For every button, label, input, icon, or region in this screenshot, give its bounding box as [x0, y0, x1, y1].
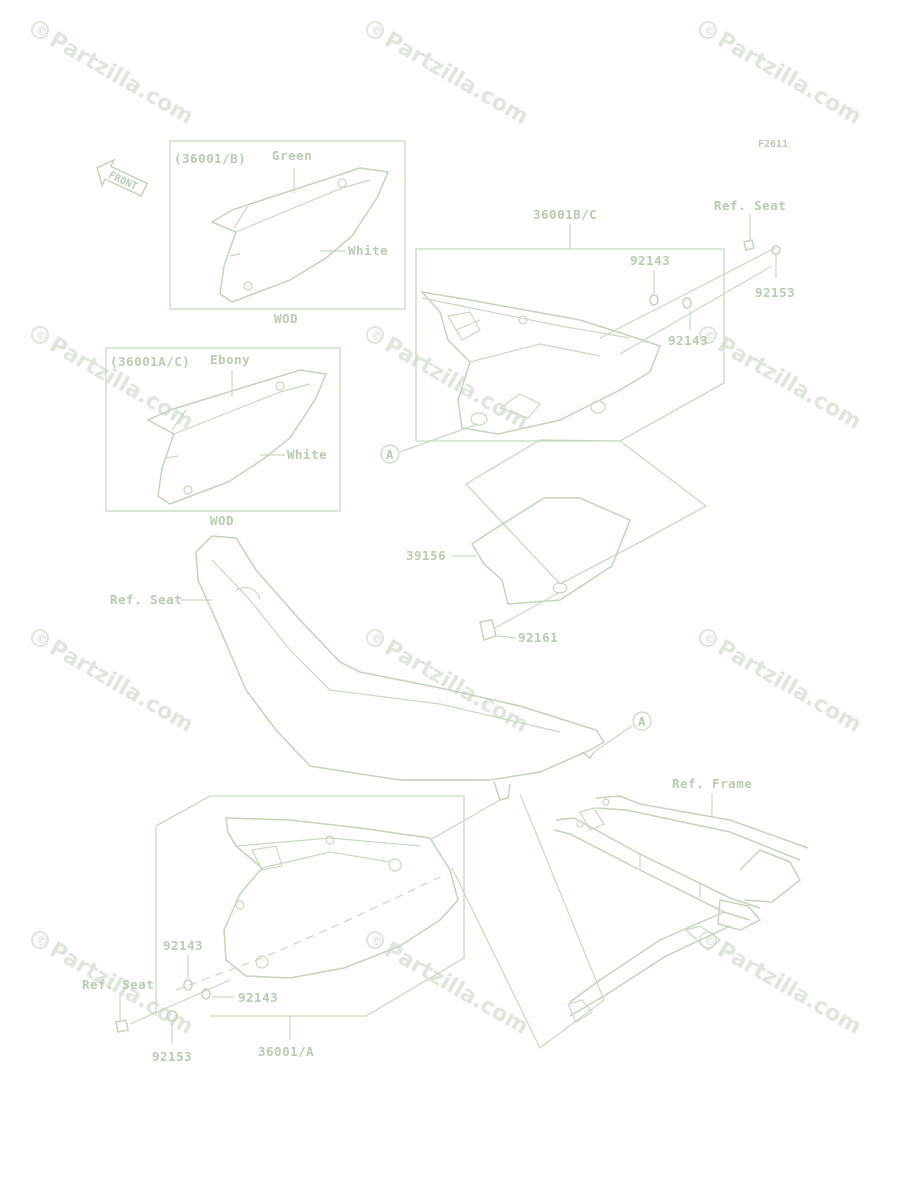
svg-text:Partzilla.com: Partzilla.com: [380, 937, 532, 1039]
frame-group: Ref. Frame: [451, 776, 809, 1049]
ref-seat-top: Ref. Seat: [714, 198, 786, 213]
watermark: ©Partzilla.com: [699, 931, 865, 1040]
ref-frame: Ref. Frame: [672, 776, 752, 791]
figure-code: F2611: [758, 139, 788, 150]
svg-text:Partzilla.com: Partzilla.com: [713, 635, 865, 737]
inset-mid-footer: WOD: [210, 513, 234, 528]
collar-right-label: 92143: [668, 333, 708, 348]
watermark: ©Partzilla.com: [699, 629, 865, 738]
svg-text:FRONT: FRONT: [107, 170, 139, 193]
inset-top-footer: WOD: [274, 311, 298, 326]
left-side-cover-group: 92143 92143 Ref. Seat 92153 36001/A: [82, 795, 501, 1064]
inset-top-upper-color: Green: [272, 148, 312, 163]
watermark: ©Partzilla.com: [366, 21, 532, 130]
callout-a-upper: A: [386, 447, 394, 462]
inset-top-lower-color: White: [348, 243, 388, 258]
seat-group: Ref. Seat A: [110, 535, 652, 801]
callout-a-lower: A: [638, 714, 646, 729]
ref-seat-mid: Ref. Seat: [110, 592, 182, 607]
cover-left-label: 36001/A: [258, 1044, 314, 1059]
damper-label: 92161: [518, 630, 558, 645]
watermark: ©Partzilla.com: [699, 21, 865, 130]
watermark: ©Partzilla.com: [366, 326, 532, 435]
watermark: ©Partzilla.com: [31, 21, 197, 130]
svg-text:Partzilla.com: Partzilla.com: [713, 332, 865, 434]
collar-left-1-label: 92143: [163, 938, 203, 953]
svg-text:Partzilla.com: Partzilla.com: [713, 27, 865, 129]
inset-mid-lower-color: White: [287, 447, 327, 462]
cover-right-label: 36001B/C: [533, 207, 597, 222]
collar-top-label: 92143: [630, 253, 670, 268]
watermark: ©Partzilla.com: [699, 326, 865, 435]
svg-text:Partzilla.com: Partzilla.com: [45, 27, 197, 129]
watermark-layer: ©Partzilla.com ©Partzilla.com ©Partzilla…: [31, 21, 865, 1040]
inset-top: (36001/B) Green White WOD: [169, 140, 406, 326]
svg-text:Partzilla.com: Partzilla.com: [713, 937, 865, 1039]
pad-group: 39156 92161: [406, 439, 708, 645]
watermark: ©Partzilla.com: [31, 326, 197, 435]
watermark: ©Partzilla.com: [31, 629, 197, 738]
ref-seat-low: Ref. Seat: [82, 977, 154, 992]
inset-mid-code: (36001A/C): [110, 354, 190, 369]
svg-text:Partzilla.com: Partzilla.com: [45, 635, 197, 737]
front-arrow-icon: FRONT: [96, 158, 149, 198]
watermark: ©Partzilla.com: [366, 629, 532, 738]
right-side-cover-group: 36001B/C Ref. Seat 92153 92143 92143 A: [380, 198, 795, 464]
pad-label: 39156: [406, 548, 446, 563]
inset-mid: (36001A/C) Ebony White WOD: [105, 347, 341, 528]
svg-text:Partzilla.com: Partzilla.com: [380, 27, 532, 129]
bolt-right-label: 92153: [755, 285, 795, 300]
inset-top-code: (36001/B): [174, 151, 246, 166]
collar-left-2-label: 92143: [238, 990, 278, 1005]
bolt-left-label: 92153: [152, 1049, 192, 1064]
watermark: ©Partzilla.com: [366, 931, 532, 1040]
svg-text:Partzilla.com: Partzilla.com: [380, 635, 532, 737]
inset-mid-upper-color: Ebony: [210, 352, 250, 367]
